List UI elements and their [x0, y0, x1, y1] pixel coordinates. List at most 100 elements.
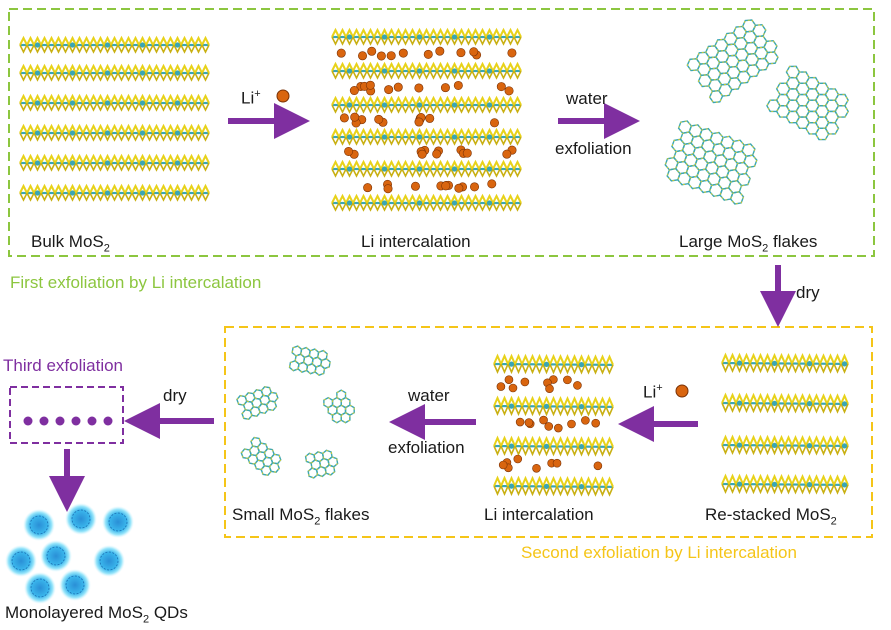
li-intercalation-label-2: Li intercalation	[484, 505, 594, 524]
li-ion	[367, 46, 377, 56]
li-ion	[414, 117, 424, 127]
li-ion	[358, 51, 368, 61]
li-ion	[490, 118, 500, 128]
li-ion	[496, 82, 506, 92]
li-ion	[593, 461, 603, 471]
mos2-layer	[19, 93, 210, 112]
stage3-dashed-box	[9, 386, 124, 444]
li-ion	[539, 415, 548, 425]
water-label-1: water	[566, 89, 608, 108]
li-ion	[496, 382, 506, 391]
li-ion	[462, 148, 472, 158]
li-ion	[502, 149, 512, 159]
li-ion-label-2: Li+	[643, 382, 663, 402]
li-ion	[440, 83, 450, 93]
quantum-dot	[65, 503, 97, 535]
mos2-flake	[288, 345, 331, 376]
li-intercalation-label-1: Li intercalation	[361, 232, 471, 251]
li-ion	[376, 51, 386, 61]
mos2-layer	[721, 473, 849, 495]
stage1-caption: First exfoliation by Li intercalation	[10, 273, 262, 292]
quantum-dot	[23, 509, 55, 541]
mos2-flake	[236, 386, 279, 420]
quantum-dot	[93, 545, 125, 577]
mos2-layer	[19, 35, 210, 54]
mos2-flake	[686, 19, 779, 104]
mos2-layer	[331, 159, 522, 178]
exfoliation-label-1: exfoliation	[555, 139, 632, 158]
quantum-dot	[102, 506, 134, 538]
li-ion	[504, 86, 514, 96]
mos2-flake	[766, 65, 850, 141]
li-ion	[339, 113, 349, 123]
li-ion	[383, 184, 393, 194]
li-ion	[545, 384, 554, 393]
mos2-flake	[323, 389, 355, 424]
li-ion	[563, 375, 572, 385]
quantum-dot	[5, 545, 37, 577]
li-ion	[393, 82, 403, 92]
li-ion	[432, 149, 442, 159]
li-ion	[552, 458, 562, 468]
mos2-layer	[493, 395, 614, 417]
li-ion	[336, 48, 346, 58]
quantum-dot	[24, 572, 56, 604]
large-flakes-label: Large MoS2 flakes	[679, 232, 818, 255]
exfoliation-label-2: exfoliation	[388, 438, 465, 457]
li-ion	[524, 418, 534, 427]
bulk-mos2-label: Bulk MoS2	[31, 232, 110, 255]
stage2-caption: Second exfoliation by Li intercalation	[521, 543, 797, 562]
li-ion	[573, 381, 582, 390]
mos2-layer	[331, 193, 522, 212]
li-ion	[515, 417, 525, 427]
li-ion	[363, 183, 373, 193]
mos2-layer	[19, 153, 210, 172]
li-ion	[456, 48, 466, 58]
mos2-layer	[493, 435, 614, 457]
li-ion	[470, 182, 480, 192]
li-ion	[350, 112, 360, 122]
li-ion	[349, 86, 359, 96]
li-ion	[520, 377, 530, 387]
li-ion	[417, 149, 427, 159]
li-ion	[344, 146, 354, 156]
li-ion	[507, 48, 517, 58]
small-flakes	[236, 345, 355, 479]
restacked-mos2-stack	[721, 352, 849, 495]
li-ion-icon-1	[276, 89, 290, 103]
mos2-layer	[19, 123, 210, 142]
bulk-mos2-stack	[19, 35, 210, 202]
li-ion	[425, 113, 435, 123]
li-ion	[508, 383, 518, 393]
li-ion	[487, 179, 497, 189]
li-intercalated-stack-2	[493, 353, 614, 497]
li-ion	[498, 460, 508, 470]
dry-label-1: dry	[796, 283, 820, 302]
li-ion	[532, 464, 541, 473]
mos2-layer	[331, 127, 522, 146]
mos2-layer	[331, 95, 522, 114]
li-ion	[365, 80, 375, 90]
quantum-dots	[5, 503, 134, 604]
li-ion	[453, 80, 463, 90]
mos2-layer	[19, 63, 210, 82]
stage1-box	[8, 8, 875, 257]
li-ion	[386, 51, 396, 61]
li-ion	[567, 419, 576, 429]
li-ion	[414, 83, 424, 93]
li-ion	[410, 181, 420, 191]
mos2-layer	[19, 183, 210, 202]
li-ion	[544, 422, 554, 431]
li-ion	[581, 416, 590, 425]
li-ion	[374, 114, 384, 124]
li-intercalated-stack-1	[331, 27, 522, 212]
stage3-caption: Third exfoliation	[3, 356, 124, 375]
mos2-layer	[721, 392, 849, 414]
li-ion	[441, 181, 451, 191]
li-ion	[423, 49, 433, 59]
li-ion	[384, 85, 394, 95]
li-ion	[504, 375, 514, 384]
water-label-2: water	[408, 386, 450, 405]
mos2-flake	[240, 436, 282, 476]
